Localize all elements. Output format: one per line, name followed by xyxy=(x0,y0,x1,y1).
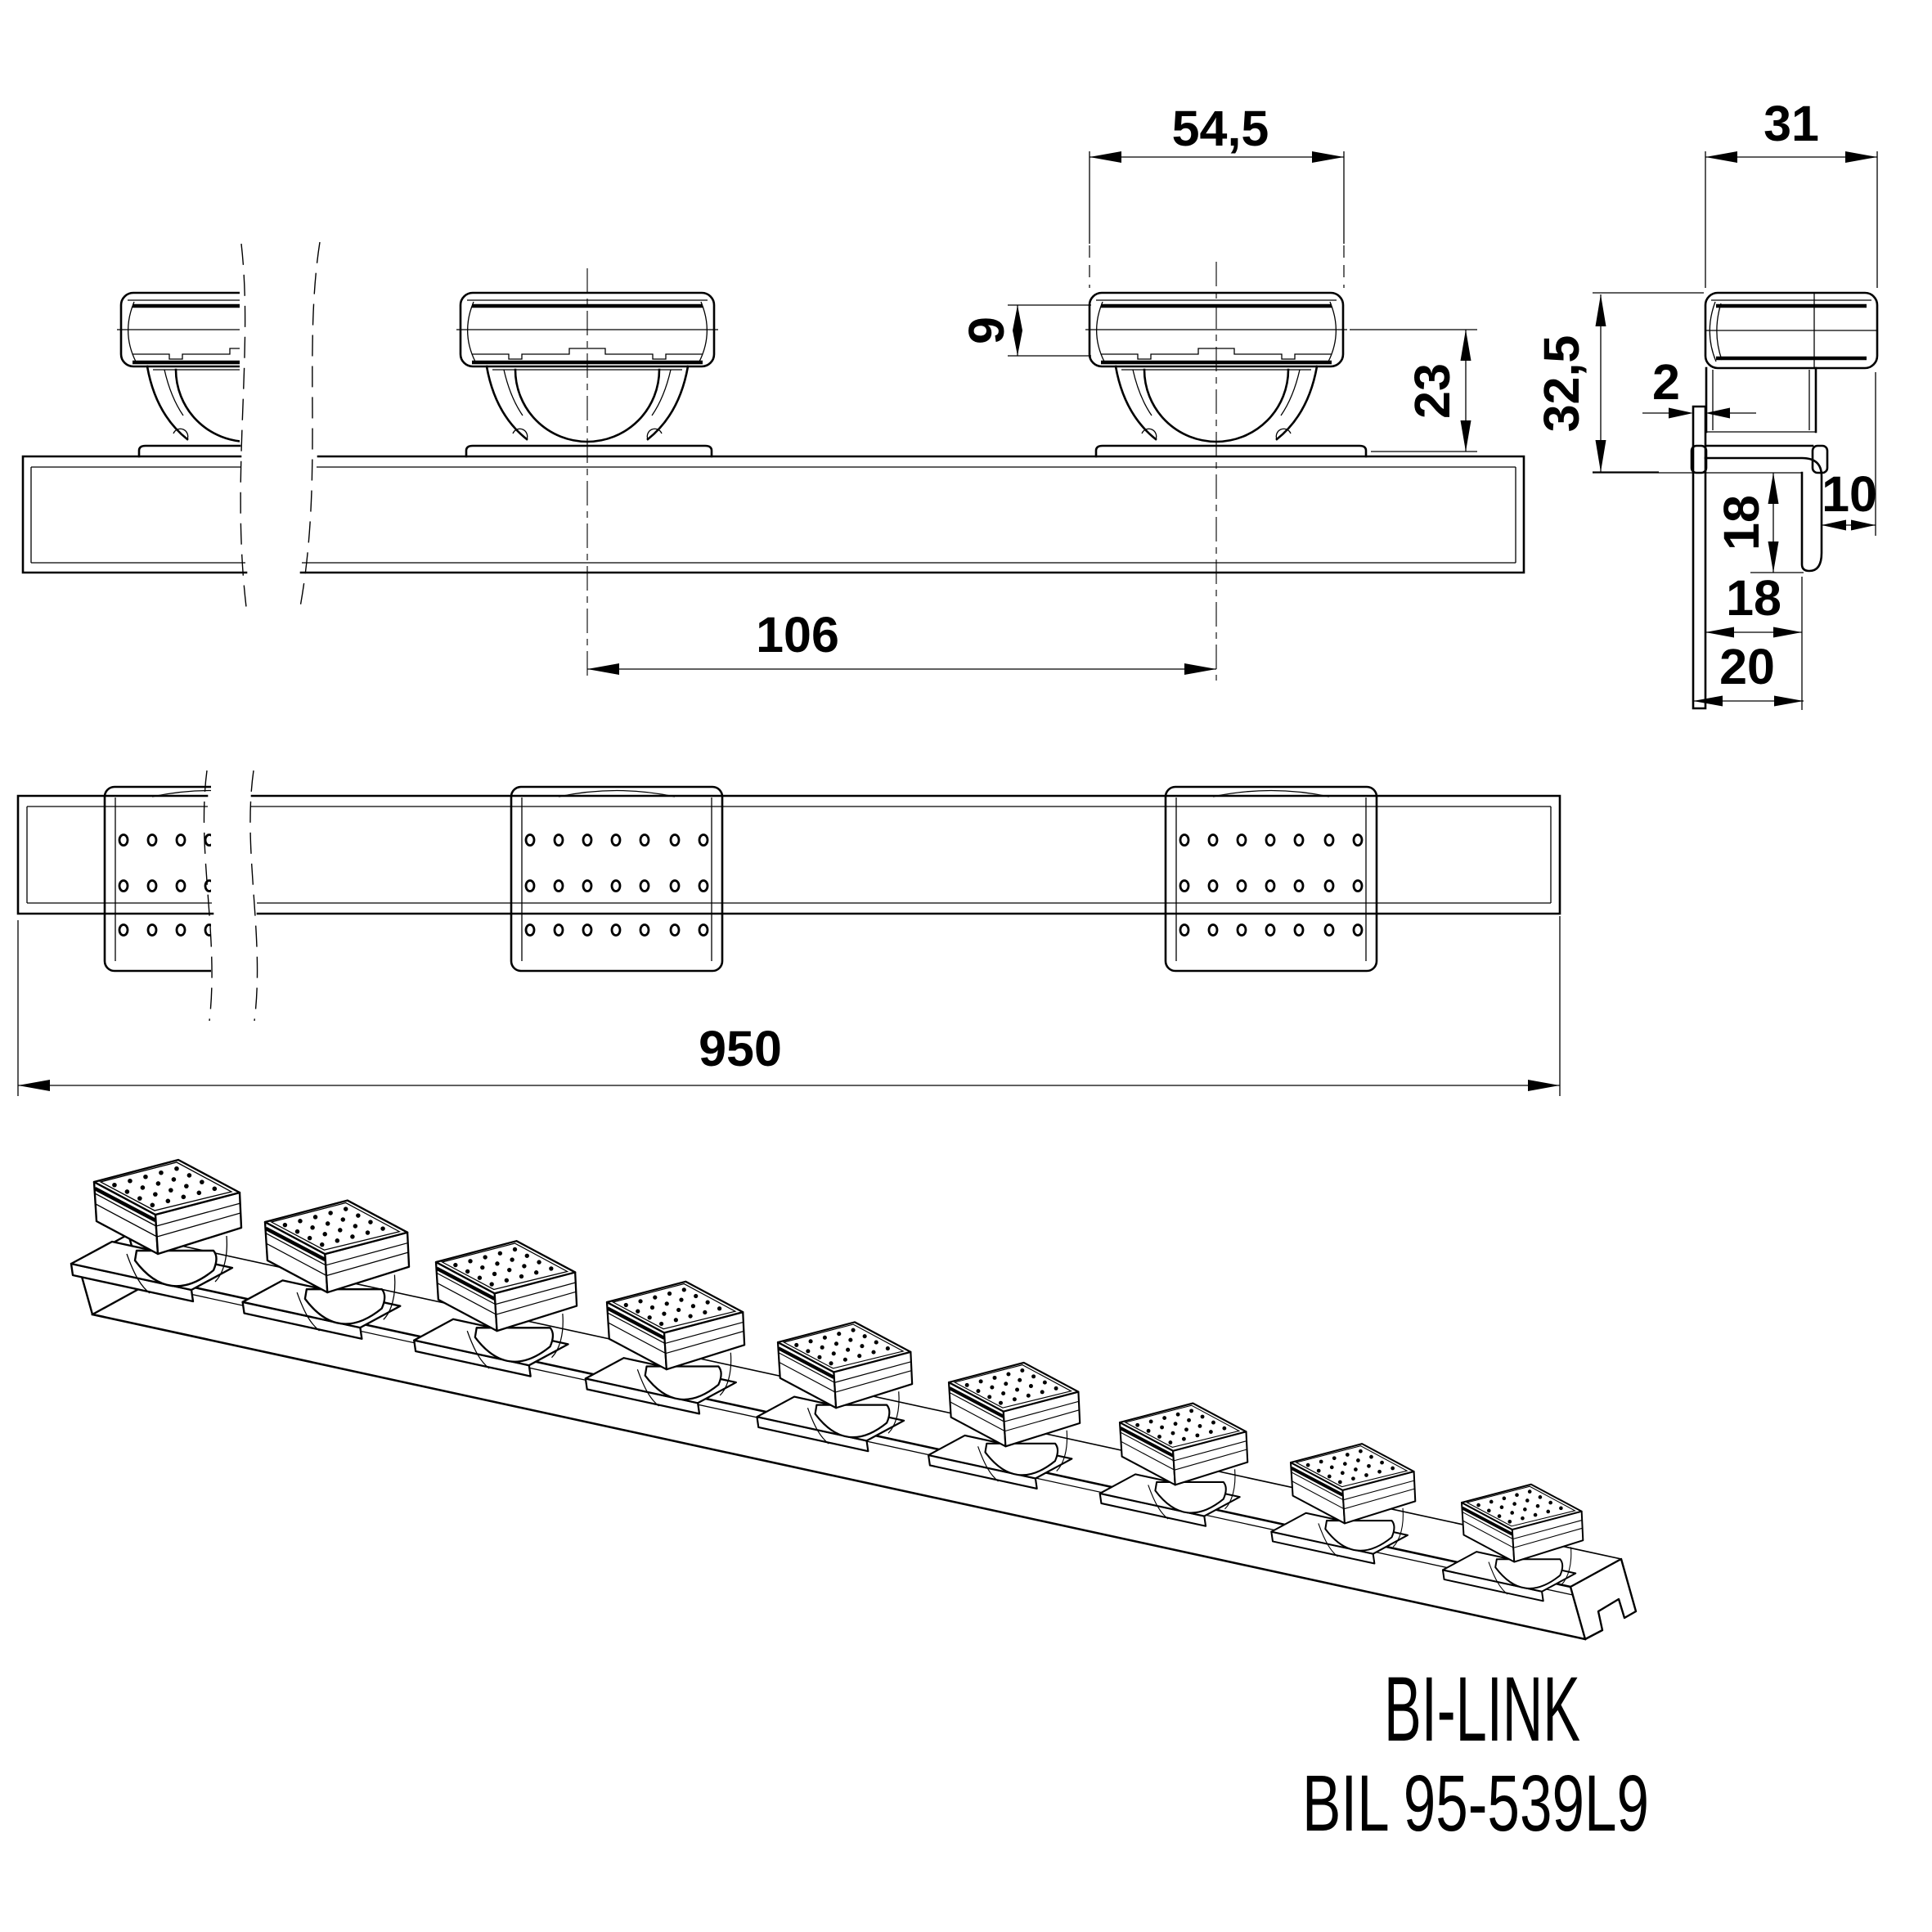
plan-break-lines xyxy=(203,770,258,1022)
iso-roller-unit xyxy=(1441,1483,1584,1602)
dimension-overall-length: 950 xyxy=(17,916,1561,1096)
iso-rail-end-hook xyxy=(1569,1557,1638,1641)
dimension-profile-width: 20 xyxy=(1693,639,1804,707)
side-rail xyxy=(21,455,1525,574)
iso-rollers xyxy=(70,1158,1584,1602)
dimension-wall-thickness: 2 xyxy=(1642,354,1756,419)
iso-roller-unit xyxy=(1270,1443,1417,1565)
plan-plate xyxy=(103,785,211,973)
plan-plates xyxy=(103,785,1378,973)
dimension-cap-overhang: 10 xyxy=(1822,466,1877,531)
dimension-hook-depth: 18 xyxy=(1714,473,1804,573)
plan-rail-band xyxy=(16,794,1561,915)
iso-roller-unit xyxy=(413,1240,578,1377)
iso-roller-unit xyxy=(70,1158,243,1303)
dim-label-overall-height: 32,5 xyxy=(1534,335,1589,433)
end-cap xyxy=(1704,291,1879,370)
plan-plate xyxy=(1164,785,1378,973)
dim-label-profile-width: 20 xyxy=(1719,639,1775,694)
product-brand-text: BI-LINK xyxy=(1384,1658,1580,1760)
dimension-slot-width: 18 xyxy=(1705,570,1802,638)
dim-label-cap-band-height: 9 xyxy=(959,317,1014,344)
end-rail-profile xyxy=(1593,405,1823,710)
side-elevation-view: 54,5 9 23 106 xyxy=(21,101,1525,681)
side-roller xyxy=(117,291,240,443)
dimension-cap-width: 54,5 xyxy=(1089,101,1345,288)
iso-roller-unit xyxy=(1099,1402,1249,1527)
dim-label-hook-depth: 18 xyxy=(1714,495,1769,550)
dim-label-roller-height: 23 xyxy=(1404,363,1460,419)
side-rollers xyxy=(117,291,1347,443)
iso-roller-unit xyxy=(928,1361,1081,1490)
end-section-view: 31 32,5 2 18 10 xyxy=(1534,96,1879,710)
dimension-cap-band-height: 9 xyxy=(959,304,1091,357)
dim-label-overall-width: 31 xyxy=(1764,96,1819,151)
dim-label-wall-thickness: 2 xyxy=(1652,354,1680,410)
dim-label-slot-width: 18 xyxy=(1726,570,1781,626)
end-roller-neck xyxy=(1705,366,1817,434)
iso-roller-unit xyxy=(756,1321,914,1453)
side-break-lines xyxy=(240,241,321,608)
dimension-overall-height: 32,5 xyxy=(1534,292,1704,473)
iso-roller-unit xyxy=(241,1199,411,1340)
iso-roller-unit xyxy=(584,1280,746,1415)
side-rail-pads xyxy=(137,444,1368,458)
plan-plate xyxy=(510,785,724,973)
dimension-overall-width: 31 xyxy=(1705,96,1878,288)
product-model-text: BIL 95-539L9 xyxy=(1302,1759,1649,1848)
isometric-view xyxy=(70,1158,1638,1641)
dimension-roller-pitch: 106 xyxy=(587,607,1216,675)
dim-label-cap-width: 54,5 xyxy=(1172,101,1269,156)
dimension-roller-height: 23 xyxy=(1350,329,1477,452)
dim-label-cap-overhang: 10 xyxy=(1822,466,1877,522)
plan-view: 950 xyxy=(16,770,1561,1096)
dim-label-roller-pitch: 106 xyxy=(756,607,839,663)
dim-label-overall-length: 950 xyxy=(699,1021,782,1076)
